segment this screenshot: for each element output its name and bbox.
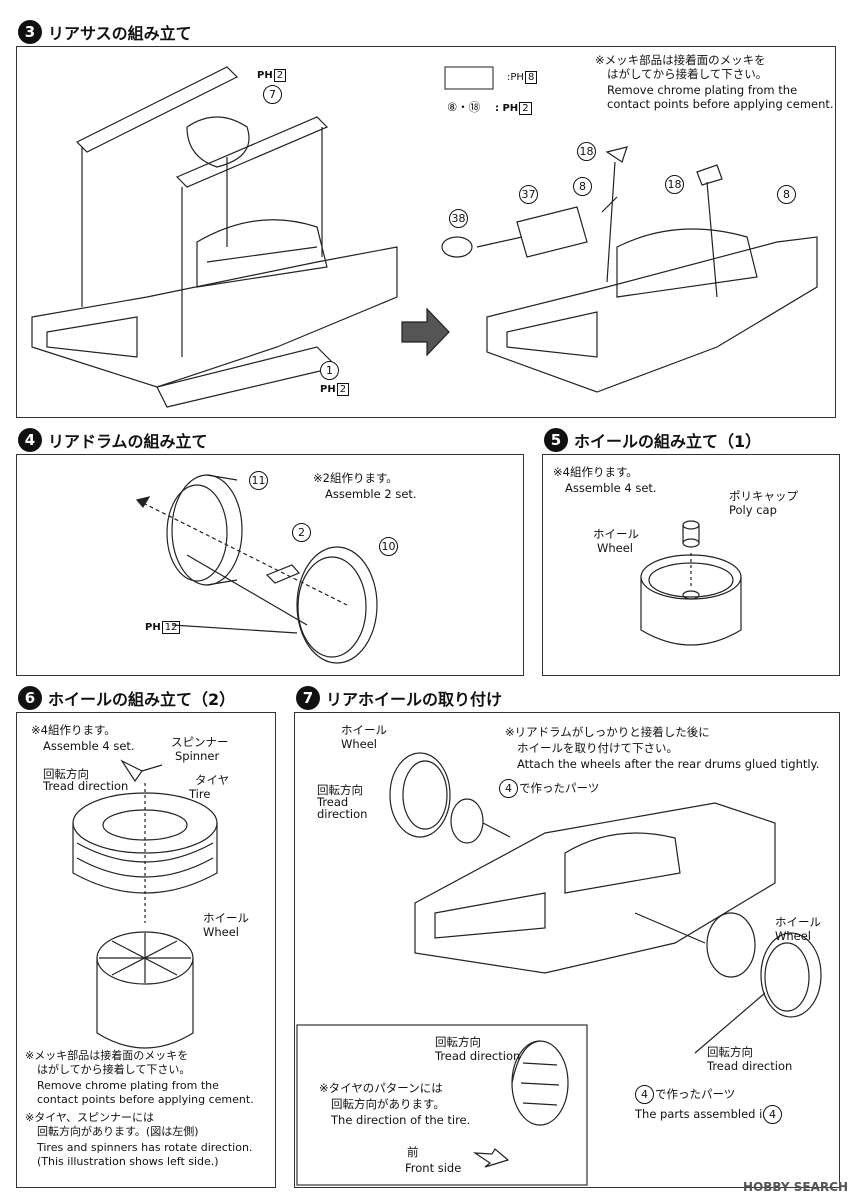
step-5-header: 5 ホイールの組み立て（1） <box>544 428 761 452</box>
spinner-jp: スピンナー <box>171 735 229 749</box>
tread-en-1: Tread <box>317 795 349 809</box>
tread-en: Tread direction <box>43 779 129 793</box>
spinner-en: Spinner <box>175 749 220 763</box>
chrome-en-2: contact points before applying cement. <box>37 1093 254 1106</box>
tread2-en: Tread direction <box>707 1059 793 1073</box>
step-4-header: 4 リアドラムの組み立て <box>18 428 208 452</box>
tread-en-2: direction <box>317 807 368 821</box>
polycap-jp: ポリキャップ <box>729 489 798 503</box>
part-38: 38 <box>449 209 468 228</box>
part-37: 37 <box>519 185 538 204</box>
wheel-jp: ホイール <box>593 527 639 541</box>
tire-jp: タイヤ <box>195 773 230 787</box>
step-title: ホイールの組み立て（1） <box>574 432 762 451</box>
wheel-en: Wheel <box>203 925 240 939</box>
note-jp: ※4組作ります。 <box>553 465 638 479</box>
part-18a: 18 <box>577 142 596 161</box>
step-title: リアドラムの組み立て <box>48 432 208 451</box>
step-7-panel: ホイール Wheel 回転方向 Tread direction ※リアドラムがし… <box>294 712 840 1188</box>
part-8a: 8 <box>573 177 592 196</box>
tread-jp: 回転方向 <box>317 783 363 797</box>
watermark: HOBBY SEARCH <box>743 1180 848 1194</box>
rear-suspension-illustration <box>31 66 818 408</box>
chrome-note-en-1: Remove chrome plating from the <box>607 83 798 97</box>
step-number: 7 <box>296 686 320 710</box>
note-en: Attach the wheels after the rear drums g… <box>517 757 820 771</box>
note-jp: ※4組作ります。 <box>31 723 116 737</box>
chrome-jp-2: はがしてから接着して下さい。 <box>37 1063 191 1076</box>
tread2-jp: 回転方向 <box>707 1045 753 1059</box>
front-jp: 前 <box>407 1145 419 1159</box>
inset-note-en: The direction of the tire. <box>331 1113 471 1127</box>
step-3-header: 3 リアサスの組み立て <box>18 20 192 44</box>
inset-note-jp-2: 回転方向があります。 <box>331 1097 445 1111</box>
rotation-en-2: (This illustration shows left side.) <box>37 1155 219 1168</box>
part-11: 11 <box>249 471 268 490</box>
inset-note-jp-1: ※タイヤのパターンには <box>319 1081 443 1095</box>
step-number: 3 <box>18 20 42 44</box>
rear-drum-illustration <box>135 474 378 664</box>
step-7-header: 7 リアホイールの取り付け <box>296 686 502 710</box>
ref-step-4b: 4 <box>635 1085 654 1104</box>
chrome-jp-1: ※メッキ部品は接着面のメッキを <box>25 1049 189 1062</box>
rear-wheel-attach-illustration <box>296 752 822 1186</box>
wheel-jp: ホイール <box>203 911 249 925</box>
note-en: Assemble 2 set. <box>325 487 417 501</box>
step-number: 5 <box>544 428 568 452</box>
tire-spinner-wheel-illustration <box>72 759 218 1049</box>
part-8b: 8 <box>777 185 796 204</box>
chrome-note-jp-1: ※メッキ部品は接着面のメッキを <box>595 53 766 67</box>
part-2: 2 <box>292 523 311 542</box>
made-in-4-jp: で作ったパーツ <box>519 781 600 795</box>
step-number: 6 <box>18 686 42 710</box>
step-title: リアサスの組み立て <box>48 24 192 43</box>
made2-jp: で作ったパーツ <box>655 1087 736 1101</box>
rotation-jp-1: ※タイヤ、スピンナーには <box>25 1111 155 1124</box>
step-6-panel: ※4組作ります。 Assemble 4 set. スピンナー Spinner 回… <box>16 712 276 1188</box>
rotation-en-1: Tires and spinners has rotate direction. <box>37 1141 253 1154</box>
note-en: Assemble 4 set. <box>565 481 657 495</box>
rotation-jp-2: 回転方向があります。(図は左側) <box>37 1125 199 1138</box>
step-6-header: 6 ホイールの組み立て（2） <box>18 686 235 710</box>
note-jp-1: ※リアドラムがしっかりと接着した後に <box>505 725 710 739</box>
tire-en: Tire <box>189 787 211 801</box>
inset-tread-jp: 回転方向 <box>435 1035 481 1049</box>
ref-step-4: 4 <box>499 779 518 798</box>
wheel-jp: ホイール <box>341 723 387 737</box>
legend-parts: ⑧・⑱ <box>447 100 481 114</box>
tread-jp: 回転方向 <box>43 767 89 781</box>
part-1: 1 <box>320 361 339 380</box>
wheel2-jp: ホイール <box>775 915 821 929</box>
note-jp: ※2組作ります。 <box>313 471 398 485</box>
wheel2-en: Wheel <box>775 929 812 943</box>
polycap-en: Poly cap <box>729 503 777 517</box>
ref-step-4c: 4 <box>763 1105 782 1124</box>
part-10: 10 <box>379 537 398 556</box>
inset-tread-en: Tread direction <box>435 1049 521 1063</box>
made2-en: The parts assembled in <box>635 1107 770 1121</box>
front-en: Front side <box>405 1161 462 1175</box>
chrome-note-jp-2: はがしてから接着して下さい。 <box>607 67 768 81</box>
step-5-panel: ※4組作ります。 Assemble 4 set. ポリキャップ Poly cap… <box>542 454 840 676</box>
part-7: 7 <box>263 85 282 104</box>
step-number: 4 <box>18 428 42 452</box>
step-title: ホイールの組み立て（2） <box>48 690 236 709</box>
wheel-en: Wheel <box>341 737 378 751</box>
note-en: Assemble 4 set. <box>43 739 135 753</box>
wheel-en: Wheel <box>597 541 634 555</box>
chrome-en-1: Remove chrome plating from the <box>37 1079 219 1092</box>
note-jp-2: ホイールを取り付けて下さい。 <box>517 741 678 755</box>
chrome-note-en-2: contact points before applying cement. <box>607 97 834 111</box>
wheel-polycap-illustration <box>640 520 742 646</box>
part-18b: 18 <box>665 175 684 194</box>
step-title: リアホイールの取り付け <box>326 690 503 709</box>
